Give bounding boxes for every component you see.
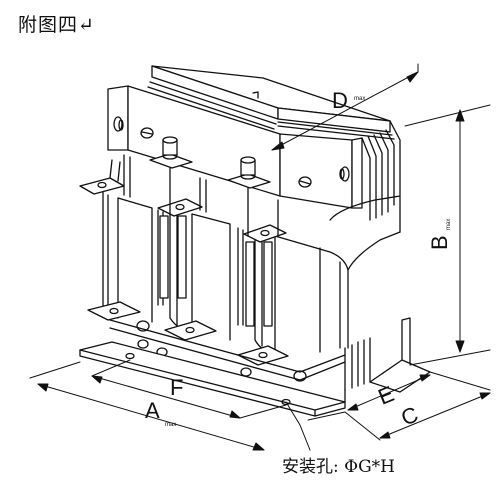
figure-title: 附图四↵ [18,14,95,36]
top-yoke [147,65,401,221]
mounting-slot-left [125,352,135,360]
top-terminals [79,159,287,327]
right-clamp-plate [279,133,363,209]
bottom-terminals [87,301,289,366]
bolt-head-right-top [298,176,312,188]
top-bolts [123,136,279,237]
label-D: D [332,88,348,113]
label-A-sub: max [165,422,176,428]
label-A: A [145,398,160,423]
bolt-head-left-top [140,127,154,139]
label-B-sub: max [446,219,452,230]
label-D-sub: max [354,96,365,102]
label-F: F [170,375,183,400]
dimension-lines [29,63,491,451]
label-B: B [427,235,452,250]
label-C: C [398,401,422,430]
base-foot [79,317,431,417]
label-mounting-hole: 安装孔: ΦG*H [282,457,395,477]
